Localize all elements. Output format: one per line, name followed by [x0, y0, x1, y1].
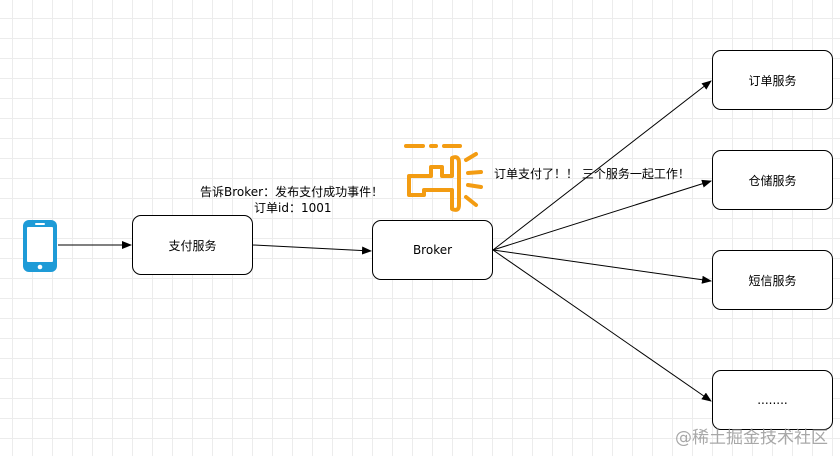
- pay-service-node[interactable]: 支付服务: [132, 215, 253, 275]
- sms-service-label: 短信服务: [748, 273, 797, 288]
- edge-broker-to-order: [492, 80, 712, 251]
- megaphone-icon: [404, 144, 483, 212]
- watermark: @稀土掘金技术社区: [675, 428, 828, 448]
- pay-to-broker-label-line1: 告诉Broker：发布支付成功事件！: [200, 185, 384, 199]
- mobile-phone-icon: [23, 220, 57, 272]
- more-services-label: ........: [757, 393, 788, 407]
- edge-broker-to-warehouse: [492, 179, 712, 251]
- more-services-node[interactable]: ........: [712, 370, 833, 430]
- broker-label: Broker: [412, 243, 453, 257]
- pay-to-broker-label-line2: 订单id：1001: [254, 201, 332, 215]
- broker-node[interactable]: Broker: [372, 220, 493, 280]
- edge-broker-to-sms: [492, 249, 712, 284]
- edge-pay-to-broker: [252, 244, 372, 255]
- order-service-node[interactable]: 订单服务: [712, 50, 833, 110]
- pay-service-label: 支付服务: [168, 238, 217, 253]
- broadcast-label: 订单支付了！！ 三个服务一起工作！: [494, 167, 690, 181]
- warehouse-service-node[interactable]: 仓储服务: [712, 150, 833, 210]
- order-service-label: 订单服务: [748, 73, 797, 88]
- warehouse-service-label: 仓储服务: [748, 173, 797, 188]
- sms-service-node[interactable]: 短信服务: [712, 250, 833, 310]
- edge-broker-to-more: [492, 249, 712, 402]
